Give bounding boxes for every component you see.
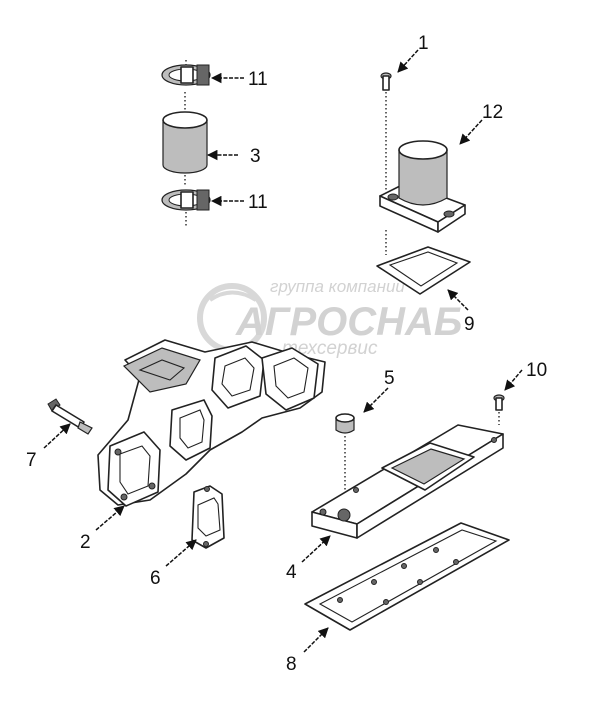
callout-2: 2 — [80, 532, 91, 553]
watermark-line3: техсервис — [282, 338, 378, 359]
exhaust-manifold-part — [97, 339, 326, 507]
callout-numbers: 11 3 11 1 12 9 5 10 7 2 6 4 8 — [26, 33, 547, 675]
gasket-8-part — [304, 522, 510, 631]
watermark-line2: АГРОСНАБ — [235, 300, 462, 344]
clamp-top-part — [161, 60, 211, 86]
callout-10: 10 — [526, 360, 547, 381]
leader-lines — [43, 49, 523, 653]
callout-1: 1 — [418, 33, 429, 54]
bolt-1-part — [380, 72, 392, 190]
outlet-elbow-part — [379, 140, 466, 233]
callout-6: 6 — [150, 568, 161, 589]
callout-5: 5 — [384, 368, 395, 389]
gasket-9-part — [376, 230, 471, 295]
watermark: группа компаний АГРОСНАБ техсервис — [197, 277, 462, 359]
callout-7: 7 — [26, 450, 37, 471]
callout-3: 3 — [250, 146, 261, 167]
sleeve-part — [162, 92, 208, 185]
nut-5-part — [335, 413, 355, 500]
stud-7-part — [47, 398, 93, 435]
callout-4: 4 — [286, 562, 297, 583]
clamp-bottom-part — [161, 189, 211, 228]
callout-8: 8 — [286, 654, 297, 675]
callout-11-bottom: 11 — [248, 192, 268, 213]
callout-9: 9 — [464, 314, 475, 335]
bolt-10-part — [493, 394, 505, 425]
cover-plate-part — [311, 424, 504, 539]
callout-12: 12 — [482, 102, 503, 123]
gasket-6-part — [191, 485, 225, 549]
watermark-line1: группа компаний — [270, 277, 405, 296]
callout-11-top: 11 — [248, 69, 268, 90]
